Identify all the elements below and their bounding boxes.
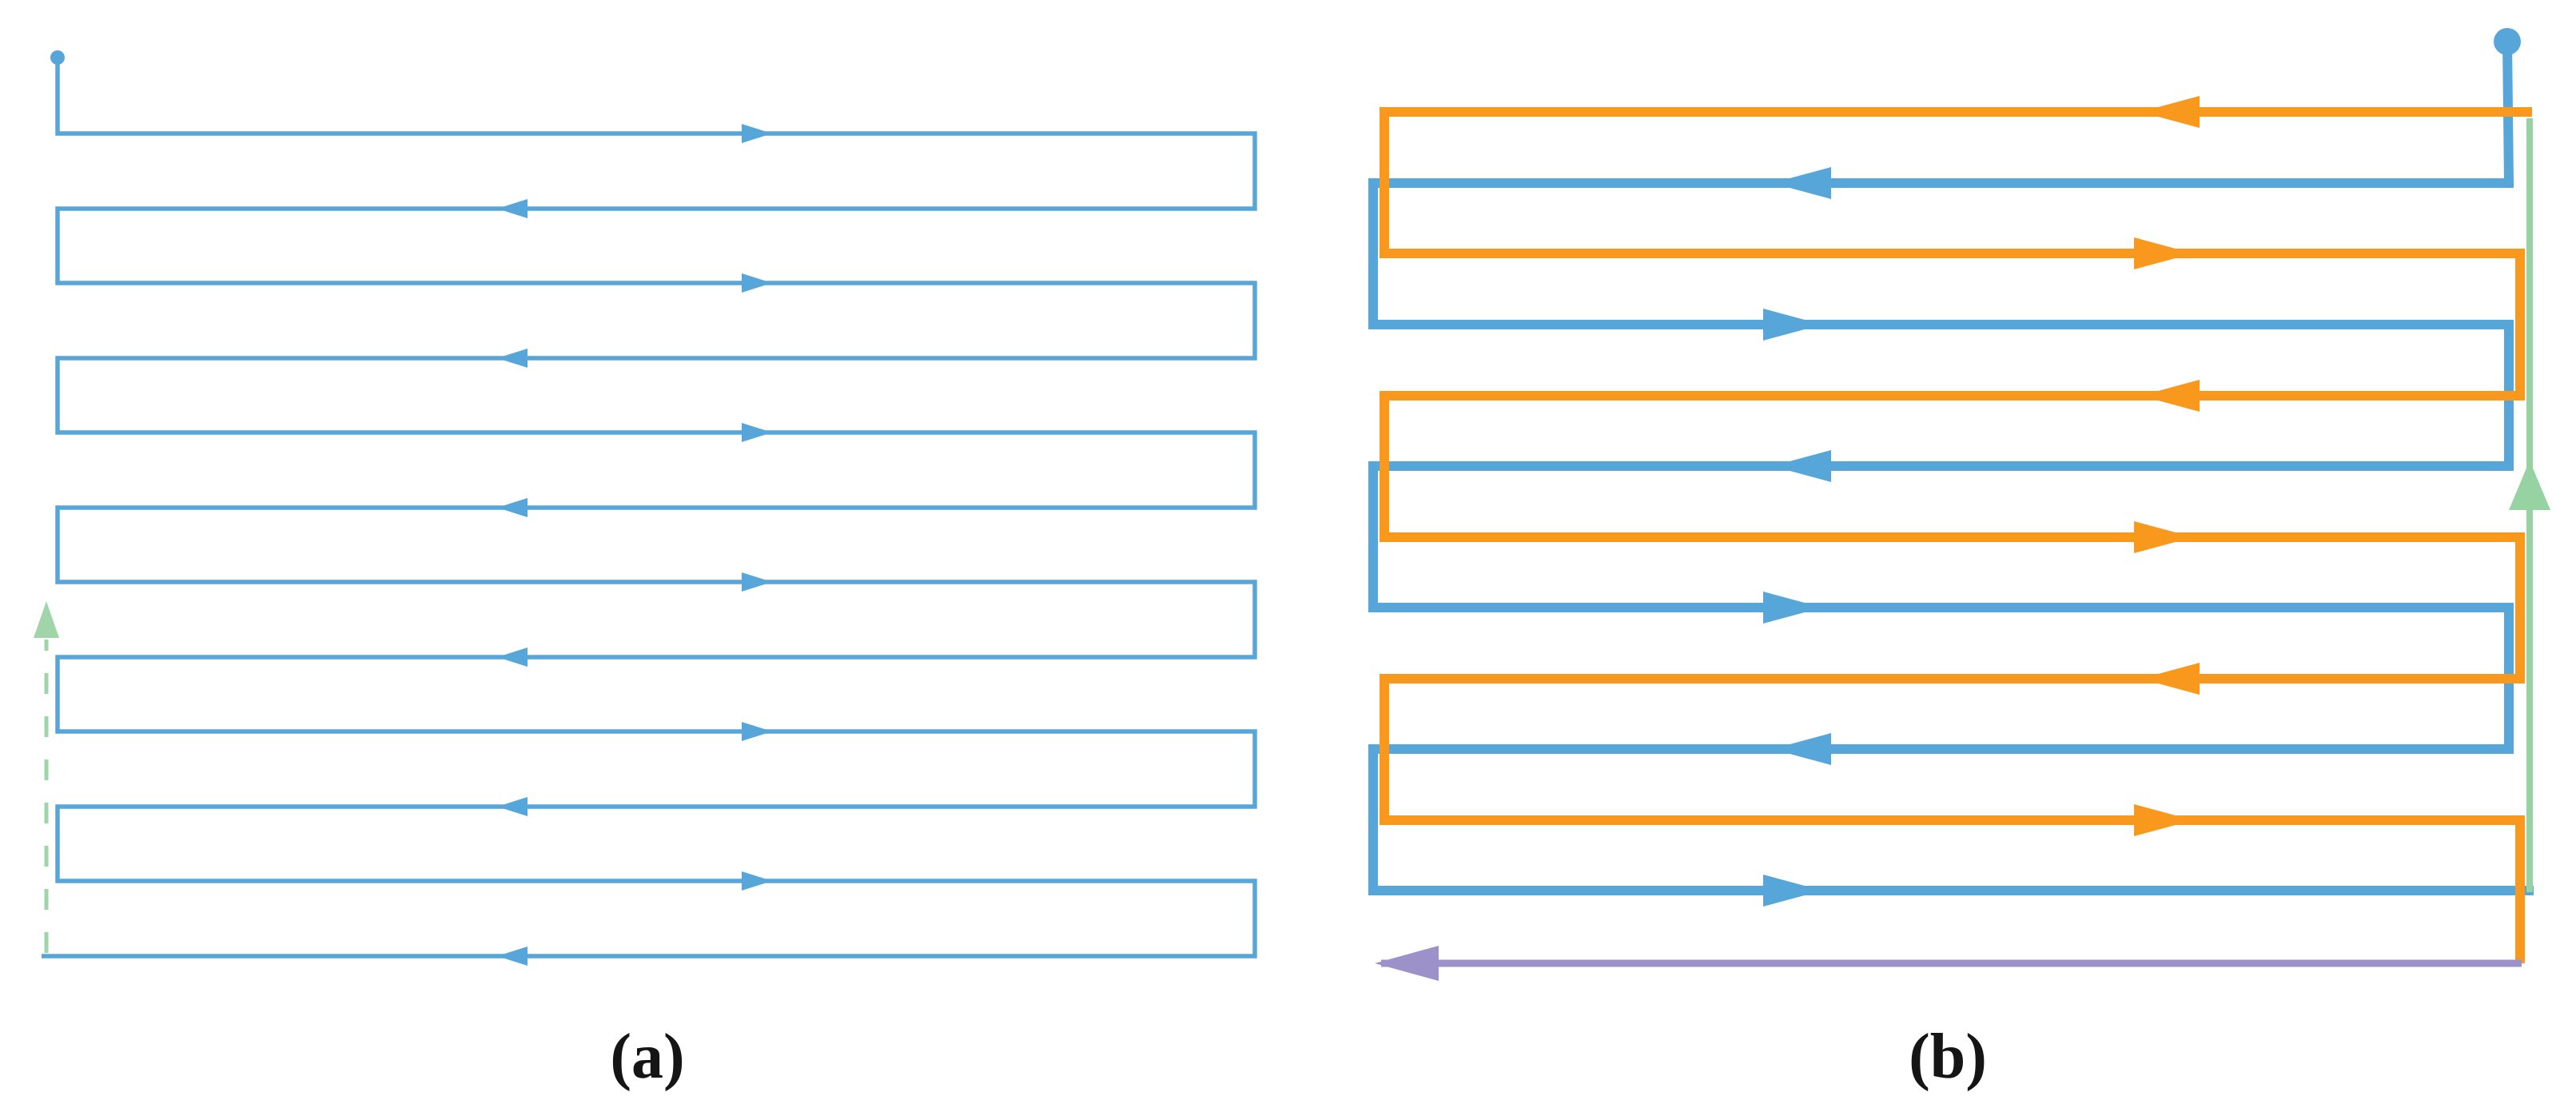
panel-a-direction-arrow — [742, 572, 772, 592]
panel-b-blue-direction-arrow — [1772, 733, 1831, 765]
panel-b-blue-scan-path — [1368, 41, 2534, 895]
panel-b-orange-layer — [1380, 96, 2532, 963]
panel-a-direction-arrow — [742, 871, 772, 891]
panel-a-start-dot — [50, 50, 65, 65]
panel-a-direction-arrow — [497, 648, 528, 667]
panel-a-direction-arrow — [497, 947, 528, 966]
panel-b-orange-direction-arrow — [2140, 96, 2200, 128]
panel-b-start-dot — [2494, 28, 2521, 55]
panel-b-dual-serpentine — [1368, 28, 2550, 981]
panel-a-return-up-arrow — [34, 601, 59, 638]
panel-b-orange-direction-arrow — [2140, 380, 2200, 412]
panel-b-blue-direction-arrow — [1772, 167, 1831, 199]
panel-b-blue-direction-arrow — [1763, 875, 1822, 907]
panel-a-direction-arrow — [497, 498, 528, 517]
panel-a-label: (a) — [610, 1022, 684, 1092]
panel-b-orange-scan-path — [1380, 107, 2532, 963]
panel-b-return-left-arrow — [1375, 946, 1439, 981]
panel-b-blue-direction-arrow — [1772, 450, 1831, 482]
panel-a-direction-arrow — [497, 349, 528, 368]
panel-b-orange-direction-arrow — [2134, 237, 2193, 269]
panel-b-blue-layer — [1368, 28, 2534, 907]
panel-a-scan-path — [42, 58, 1257, 959]
panel-b-return-line — [1375, 946, 2522, 981]
panel-b-label: (b) — [1909, 1022, 1987, 1092]
panel-a-direction-arrow — [497, 199, 528, 218]
panel-a-direction-arrow — [742, 124, 772, 143]
panel-a-direction-arrow — [497, 797, 528, 816]
panel-b-transition-line — [2509, 118, 2550, 892]
panel-b-blue-direction-arrow — [1763, 592, 1822, 624]
panel-b-orange-direction-arrow — [2134, 804, 2193, 836]
panel-b-orange-direction-arrow — [2140, 663, 2200, 695]
panel-a-direction-arrow — [742, 273, 772, 293]
panel-b-transition-up-arrow — [2509, 460, 2550, 510]
panel-b-blue-direction-arrow — [1763, 309, 1822, 341]
panel-a-single-serpentine — [34, 50, 1257, 966]
panel-a-direction-arrow — [742, 423, 772, 442]
panel-b-orange-direction-arrow — [2134, 521, 2193, 553]
panel-a-direction-arrow — [742, 722, 772, 741]
